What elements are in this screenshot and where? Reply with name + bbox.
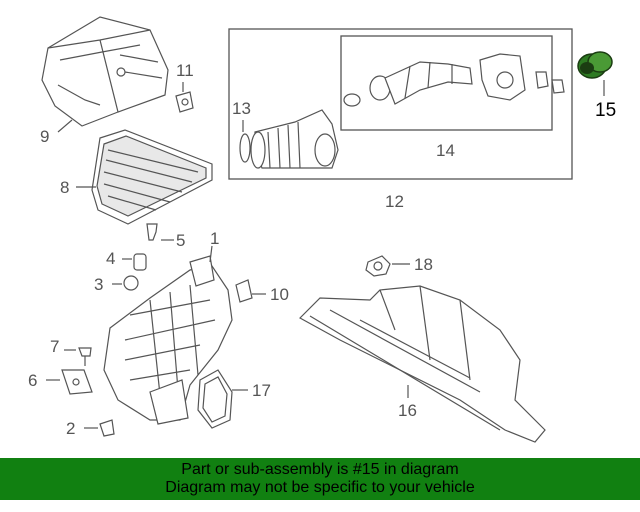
callout-10: 10 <box>270 285 289 304</box>
callout-7: 7 <box>50 337 59 356</box>
callout-12: 12 <box>385 192 404 211</box>
part-8-filter <box>91 129 213 225</box>
callout-13: 13 <box>232 99 251 118</box>
callout-16: 16 <box>398 401 417 420</box>
banner-line-2: Diagram may not be specific to your vehi… <box>165 479 475 496</box>
part-14-assembly <box>343 53 565 107</box>
info-banner: Part or sub-assembly is #15 in diagram D… <box>0 458 640 500</box>
callout-6: 6 <box>28 371 37 390</box>
callout-1: 1 <box>210 229 219 248</box>
part-17-gasket <box>197 369 233 429</box>
part-9-cover <box>41 16 169 127</box>
part-10-clip <box>235 279 253 303</box>
callout-2: 2 <box>66 419 75 438</box>
intake-hose <box>250 109 339 169</box>
callout-17: 17 <box>252 381 271 400</box>
callout-18: 18 <box>414 255 433 274</box>
callout-4: 4 <box>106 249 115 268</box>
callout-11: 11 <box>176 61 194 80</box>
part-3-grommet <box>123 275 139 291</box>
callout-14: 14 <box>436 141 455 160</box>
part-7-bolt <box>78 347 92 366</box>
callout-8: 8 <box>60 178 69 197</box>
part-2-clip <box>99 419 115 437</box>
part-16-duct <box>299 285 546 443</box>
callout-15: 15 <box>595 100 616 121</box>
part-1-housing <box>103 255 233 425</box>
assembly-12-box <box>228 28 573 180</box>
part-13-clamp <box>239 133 251 163</box>
part-4-grommet <box>133 253 147 271</box>
part-11-clip <box>175 91 194 113</box>
callout-9: 9 <box>40 127 49 146</box>
banner-line-1: Part or sub-assembly is #15 in diagram <box>181 461 459 478</box>
part-18-nut <box>365 255 391 277</box>
leader-lines <box>46 80 605 429</box>
callout-5: 5 <box>176 231 185 250</box>
part-5-bolt <box>146 223 158 241</box>
part-15-highlighted <box>577 51 613 79</box>
parts-diagram: 1 2 3 4 5 6 7 8 9 10 11 12 13 14 15 16 1… <box>28 16 616 443</box>
part-6-bracket <box>61 369 93 395</box>
callout-3: 3 <box>94 275 103 294</box>
